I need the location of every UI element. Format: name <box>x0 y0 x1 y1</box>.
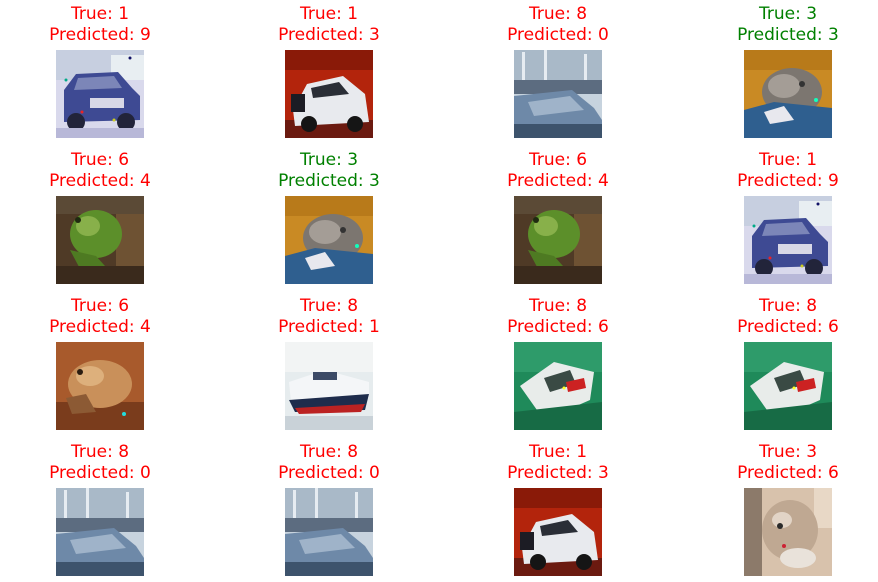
true-label: True: 1 <box>758 150 818 170</box>
predicted-label: Predicted: 0 <box>278 463 380 483</box>
true-label: True: 6 <box>70 296 130 316</box>
true-label: True: 1 <box>299 4 359 24</box>
predicted-label: Predicted: 9 <box>49 25 151 45</box>
predicted-label: Predicted: 3 <box>278 171 380 191</box>
predicted-label: Predicted: 0 <box>507 25 609 45</box>
true-label: True: 8 <box>299 296 359 316</box>
predicted-label: Predicted: 0 <box>49 463 151 483</box>
predicted-label: Predicted: 1 <box>278 317 380 337</box>
sample-image <box>285 50 373 138</box>
predicted-label: Predicted: 3 <box>278 25 380 45</box>
true-label: True: 3 <box>299 150 359 170</box>
sample-image <box>514 342 602 430</box>
sample-image <box>744 196 832 284</box>
predicted-label: Predicted: 9 <box>737 171 839 191</box>
sample-image <box>56 342 144 430</box>
sample-image <box>744 342 832 430</box>
sample-image <box>514 50 602 138</box>
true-label: True: 8 <box>758 296 818 316</box>
predicted-label: Predicted: 4 <box>49 317 151 337</box>
true-label: True: 6 <box>528 150 588 170</box>
sample-image <box>744 488 832 576</box>
true-label: True: 6 <box>70 150 130 170</box>
sample-image <box>285 488 373 576</box>
predicted-label: Predicted: 6 <box>737 317 839 337</box>
sample-image <box>56 196 144 284</box>
true-label: True: 1 <box>70 4 130 24</box>
sample-image <box>56 50 144 138</box>
sample-image <box>514 488 602 576</box>
sample-image <box>56 488 144 576</box>
predicted-label: Predicted: 4 <box>49 171 151 191</box>
predicted-label: Predicted: 3 <box>507 463 609 483</box>
sample-image <box>514 196 602 284</box>
predicted-label: Predicted: 6 <box>507 317 609 337</box>
true-label: True: 1 <box>528 442 588 462</box>
predicted-label: Predicted: 4 <box>507 171 609 191</box>
true-label: True: 8 <box>528 296 588 316</box>
true-label: True: 3 <box>758 4 818 24</box>
sample-image <box>744 50 832 138</box>
predicted-label: Predicted: 6 <box>737 463 839 483</box>
sample-image <box>285 196 373 284</box>
predicted-label: Predicted: 3 <box>737 25 839 45</box>
sample-image <box>285 342 373 430</box>
true-label: True: 3 <box>758 442 818 462</box>
true-label: True: 8 <box>528 4 588 24</box>
true-label: True: 8 <box>299 442 359 462</box>
true-label: True: 8 <box>70 442 130 462</box>
